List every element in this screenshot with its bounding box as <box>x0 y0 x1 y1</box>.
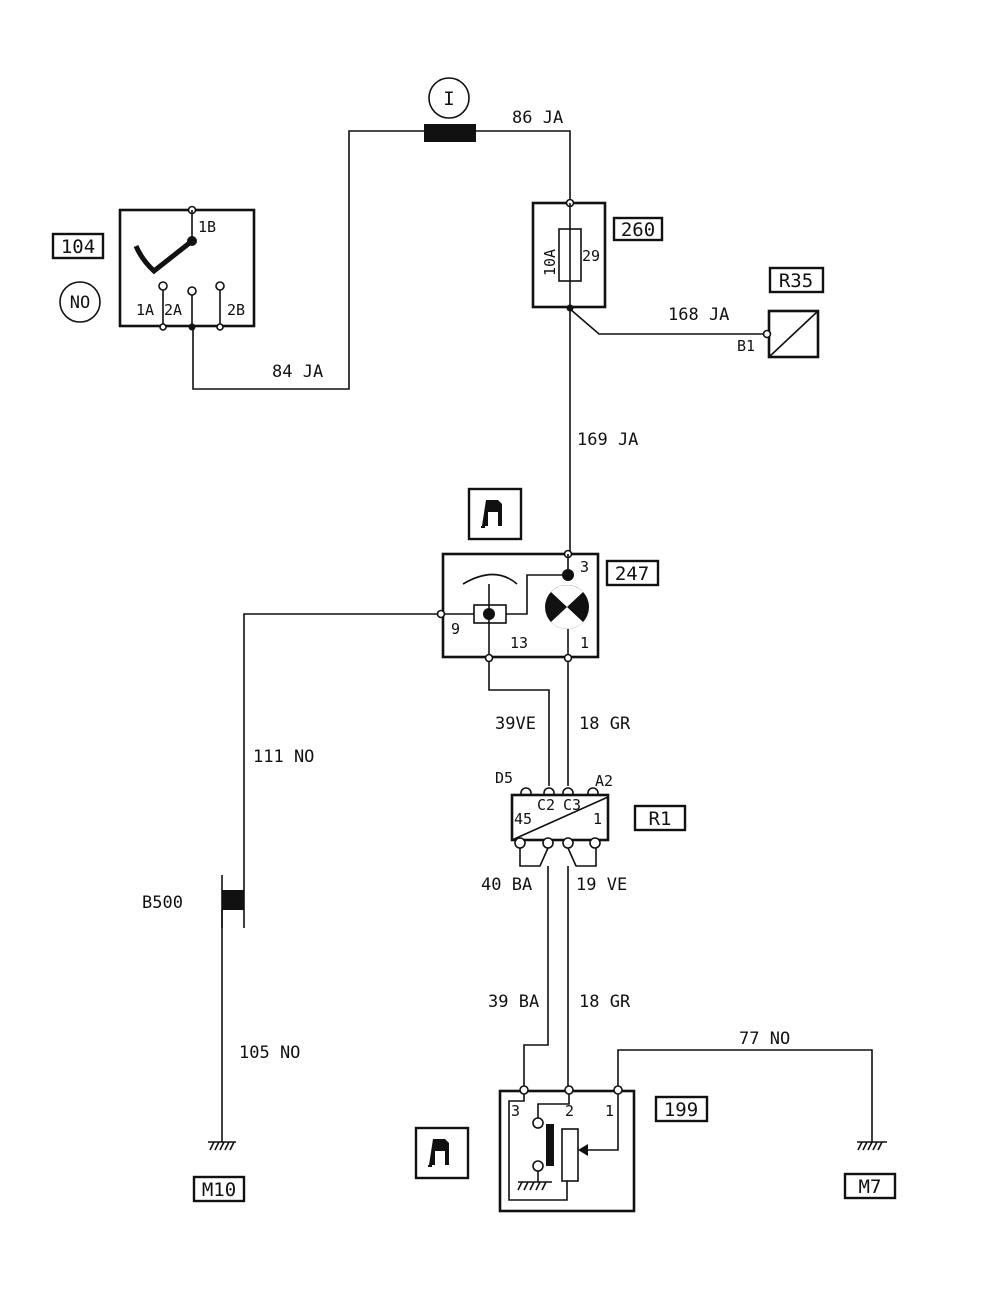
wire-label-39ba: 39 BA <box>488 992 539 1012</box>
ground-icon <box>208 1141 236 1151</box>
pin-13: 13 <box>510 634 528 652</box>
pin-1B: 1B <box>198 218 216 236</box>
tag-M10: M10 <box>192 1175 246 1203</box>
wire-84 <box>192 130 424 390</box>
svg-text:M7: M7 <box>859 1176 882 1198</box>
fuse-rating: 10A <box>541 249 559 276</box>
tag-104: 104 <box>51 232 105 260</box>
connector-I[interactable]: I <box>424 77 476 142</box>
svg-text:R1: R1 <box>649 808 672 830</box>
svg-text:M10: M10 <box>202 1179 236 1201</box>
pin-A2: A2 <box>595 772 613 790</box>
wire-168 <box>569 308 764 335</box>
wire-label-169: 169 JA <box>577 430 638 450</box>
pin-9: 9 <box>451 620 460 638</box>
wire-label-105: 105 NO <box>239 1043 300 1063</box>
pin-D5: D5 <box>495 769 513 787</box>
fuel-pump-icon <box>467 487 523 541</box>
wire-label-40ba: 40 BA <box>481 875 532 895</box>
component-R1[interactable]: D5 A2 C2 C3 45 1 <box>495 769 613 867</box>
pin-1: 1 <box>580 634 589 652</box>
pin-2B: 2B <box>227 301 245 319</box>
pin-2A: 2A <box>164 301 182 319</box>
svg-text:199: 199 <box>664 1099 698 1121</box>
tag-M7: M7 <box>843 1172 897 1200</box>
component-104[interactable]: 1B 1A 2A 2B <box>118 205 256 331</box>
component-199[interactable]: 3 2 1 <box>498 1085 636 1213</box>
pin-1: 1 <box>605 1102 614 1120</box>
pin-1: 1 <box>593 810 602 828</box>
wire-77 <box>617 1049 873 1142</box>
tag-R35: R35 <box>768 266 825 294</box>
wire-label-168: 168 JA <box>668 305 729 325</box>
wire-label-18gr-lower: 18 GR <box>579 992 631 1012</box>
wire-label-39ve: 39VE <box>495 714 536 734</box>
component-260[interactable]: 10A 29 <box>531 198 607 312</box>
tag-199: 199 <box>654 1095 709 1123</box>
fuel-pump-icon <box>414 1126 470 1180</box>
wire-39ve <box>488 658 550 786</box>
pin-3: 3 <box>511 1102 520 1120</box>
wire-111 <box>243 613 440 890</box>
pin-1A: 1A <box>136 301 154 319</box>
pin-B1: B1 <box>737 337 755 355</box>
wire-40ba-39ba <box>523 866 549 1088</box>
wire-86 <box>476 130 571 200</box>
component-247[interactable]: 3 9 13 1 <box>436 549 600 663</box>
wire-label-111: 111 NO <box>253 747 314 767</box>
svg-text:NO: NO <box>70 293 90 313</box>
svg-text:247: 247 <box>615 563 649 585</box>
connector-B500[interactable] <box>221 875 245 928</box>
pin-2: 2 <box>565 1102 574 1120</box>
ground-icon <box>857 1141 887 1151</box>
component-R35[interactable]: B1 <box>737 309 820 359</box>
svg-text:260: 260 <box>621 219 655 241</box>
tag-R1: R1 <box>633 804 687 832</box>
wire-label-86: 86 JA <box>512 108 563 128</box>
svg-text:R35: R35 <box>779 270 813 292</box>
wire-label-77: 77 NO <box>739 1029 790 1049</box>
pin-3: 3 <box>580 558 589 576</box>
wire-label-19ve: 19 VE <box>576 875 627 895</box>
tag-B500: B500 <box>142 893 183 913</box>
pin-C2: C2 <box>537 796 555 814</box>
note-NO: NO <box>59 281 101 323</box>
tag-247: 247 <box>605 559 660 587</box>
pin-45: 45 <box>514 810 532 828</box>
wires <box>192 130 873 1142</box>
fuse-number: 29 <box>582 247 600 265</box>
wire-label-84: 84 JA <box>272 362 323 382</box>
tag-260: 260 <box>612 216 664 242</box>
svg-text:104: 104 <box>61 236 95 258</box>
connector-I-label: I <box>443 88 454 110</box>
wire-label-18gr-upper: 18 GR <box>579 714 631 734</box>
pin-C3: C3 <box>563 796 581 814</box>
lamp-icon <box>545 585 589 629</box>
